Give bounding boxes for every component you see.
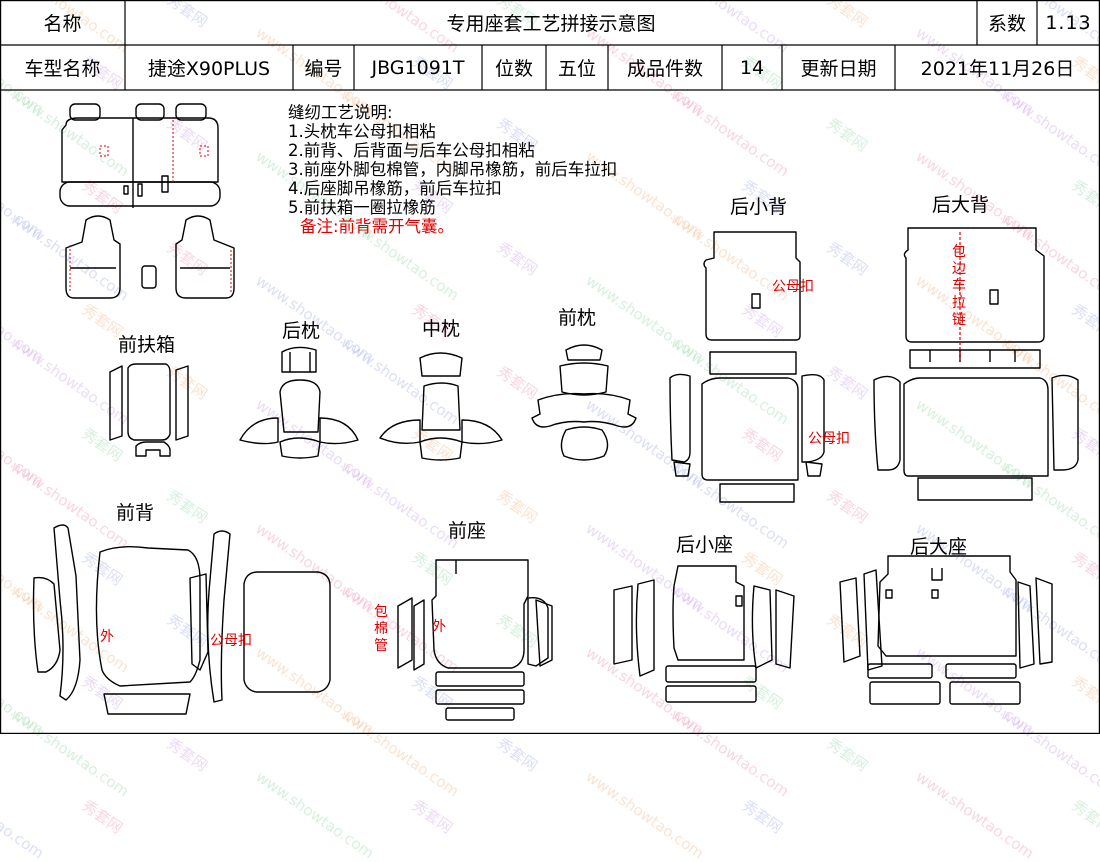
front-seat-pieces (397, 559, 553, 721)
zip-edge-annotation: 包边车拉链 (952, 244, 966, 328)
airbag-remark: 备注:前背需开气囊。 (300, 217, 455, 236)
front-headrest-pieces (531, 344, 637, 461)
label-rear-small-seat: 后小座 (676, 534, 734, 556)
coef-value: 1.13 (1045, 11, 1092, 34)
rear-small-back-pieces (669, 231, 825, 503)
label-rear-large-back: 后大背 (932, 194, 990, 216)
date-value: 2021年11月26日 (920, 58, 1075, 80)
header-grid (0, 0, 1100, 734)
coef-label: 系数 (987, 13, 1026, 35)
rear-bench-overview (59, 103, 221, 208)
label-front-armrest: 前扶箱 (118, 334, 176, 356)
watermark-text: www.showtao.com (252, 767, 378, 862)
outer-annotation: 外 (432, 619, 446, 635)
pattern-drawings (32, 103, 1079, 721)
seat-label: 位数 (494, 58, 533, 80)
watermark-text: 秀套网 (408, 796, 456, 838)
rear-large-back-pieces (873, 227, 1079, 501)
label-front-headrest: 前枕 (558, 307, 597, 329)
front-armrest-pieces (109, 363, 189, 457)
sewing-notes: 缝纫工艺说明: 1.头枕车公母扣相粘 2.前背、后背面与后车公母扣相粘 3.前座… (288, 103, 617, 236)
pieces-label: 成品件数 (626, 58, 703, 80)
label-front-back: 前背 (116, 502, 155, 524)
label-rear-large-seat: 后大座 (910, 536, 968, 558)
note-item: 3.前座外脚包棉管，内脚吊橡筋，前后车拉扣 (288, 160, 618, 179)
date-label: 更新日期 (800, 58, 877, 80)
watermark-text: 秀套网 (78, 796, 126, 838)
code-label: 编号 (304, 58, 343, 80)
pieces-value: 14 (739, 56, 765, 79)
note-item: 5.前扶箱一圈拉橡筋 (288, 198, 436, 217)
label-middle-headrest: 中枕 (422, 318, 461, 340)
watermark-text: 秀套网 (1068, 796, 1100, 838)
middle-headrest-pieces (379, 352, 503, 461)
label-rear-small-back: 后小背 (730, 196, 788, 218)
watermark-text: 秀套网 (823, 734, 871, 776)
note-item: 4.后座脚吊橡筋，前后车拉扣 (288, 179, 502, 198)
sheet-title: 专用座套工艺拼接示意图 (446, 13, 656, 35)
watermark-text: www.showtao.com (0, 767, 48, 862)
model-value: 捷途X90PLUS (147, 58, 271, 80)
front-seats-overview (65, 215, 235, 299)
label-rear-headrest: 后枕 (282, 320, 321, 342)
watermark-text: 秀套网 (163, 734, 211, 776)
note-item: 2.前背、后背面与后车公母扣相粘 (288, 141, 535, 160)
seat-value: 五位 (557, 58, 596, 80)
outer-annotation: 外 (100, 629, 114, 645)
watermark-text: www.showtao.com (912, 767, 1038, 862)
rear-headrest-pieces (239, 346, 359, 459)
watermark-text: 秀套网 (738, 796, 786, 838)
notes-heading: 缝纫工艺说明: (288, 103, 393, 122)
name-label: 名称 (43, 13, 82, 35)
snap-annotation: 公母扣 (808, 431, 850, 447)
rear-small-seat-pieces (613, 565, 795, 703)
watermark-text: www.showtao.com (582, 767, 708, 862)
note-item: 1.头枕车公母扣相粘 (288, 122, 436, 141)
watermark-text: 秀套网 (493, 734, 541, 776)
front-back-pieces (32, 524, 331, 715)
snap-annotation: 公母扣 (210, 633, 252, 649)
snap-annotation: 公母扣 (772, 279, 814, 295)
rear-large-seat-pieces (839, 555, 1053, 705)
cotton-tube-annotation: 包棉管 (374, 604, 388, 654)
model-label: 车型名称 (24, 58, 101, 80)
code-value: JBG1091T (371, 56, 465, 79)
label-front-seat: 前座 (448, 520, 487, 542)
